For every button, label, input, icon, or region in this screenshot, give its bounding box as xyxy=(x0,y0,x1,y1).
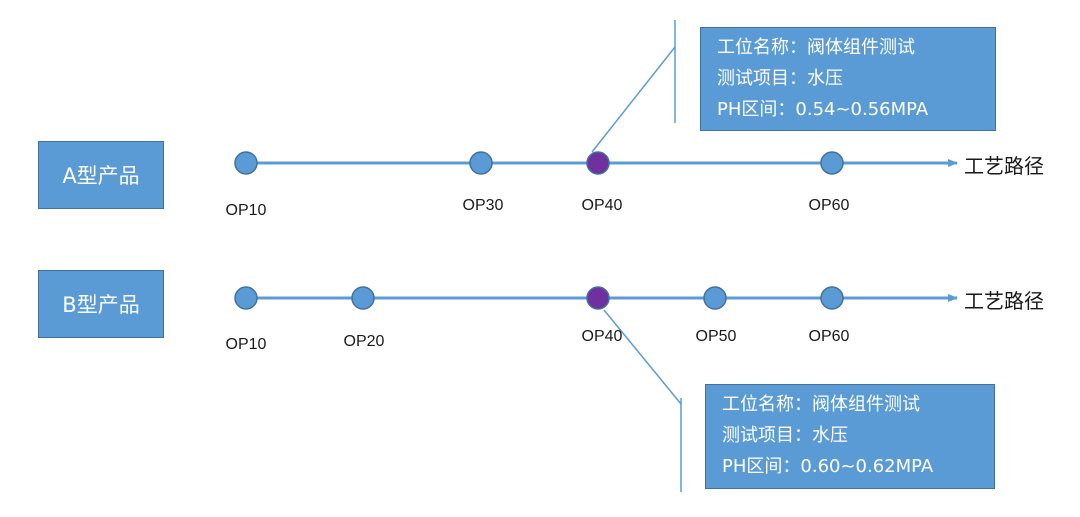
callout-leader-b xyxy=(603,309,682,405)
callout-b-station-name: 工位名称：阀体组件测试 xyxy=(722,394,920,415)
station-node-a-op10 xyxy=(234,151,258,175)
station-node-a-op40 xyxy=(586,151,610,175)
route-label-b: 工艺路径 xyxy=(964,289,1044,313)
callout-a-test-item: 测试项目：水压 xyxy=(717,68,843,89)
station-label-b-op20: OP20 xyxy=(343,333,385,350)
station-node-a-op30 xyxy=(469,151,493,175)
station-label-a-op30: OP30 xyxy=(462,197,504,214)
station-callout-a: 工位名称：阀体组件测试 测试项目：水压 PH区间：0.54~0.56MPA xyxy=(700,27,996,131)
station-node-b-op10 xyxy=(234,286,258,310)
product-box-b: B型产品 xyxy=(38,270,164,338)
product-label-a: A型产品 xyxy=(62,164,140,188)
station-node-b-op40 xyxy=(586,286,610,310)
station-node-b-op20 xyxy=(351,286,375,310)
station-callout-b: 工位名称：阀体组件测试 测试项目：水压 PH区间：0.60~0.62MPA xyxy=(705,384,995,489)
station-label-b-op10: OP10 xyxy=(225,336,267,353)
callout-b-test-item: 测试项目：水压 xyxy=(722,425,848,446)
product-box-a: A型产品 xyxy=(38,141,164,209)
station-node-b-op60 xyxy=(820,286,844,310)
station-label-a-op60: OP60 xyxy=(808,197,850,214)
station-node-a-op60 xyxy=(820,151,844,175)
callout-a-ph-range: PH区间：0.54~0.56MPA xyxy=(717,99,929,120)
station-label-b-op60: OP60 xyxy=(808,328,850,345)
callout-b-ph-range: PH区间：0.60~0.62MPA xyxy=(722,456,934,477)
station-label-b-op40: OP40 xyxy=(581,328,623,345)
callout-leader-a xyxy=(591,46,676,153)
route-label-a: 工艺路径 xyxy=(964,154,1044,178)
product-label-b: B型产品 xyxy=(62,293,140,317)
station-node-b-op50 xyxy=(703,286,727,310)
callout-a-station-name: 工位名称：阀体组件测试 xyxy=(717,37,915,58)
station-label-b-op50: OP50 xyxy=(695,328,737,345)
station-label-a-op10: OP10 xyxy=(225,202,267,219)
station-label-a-op40: OP40 xyxy=(581,197,623,214)
